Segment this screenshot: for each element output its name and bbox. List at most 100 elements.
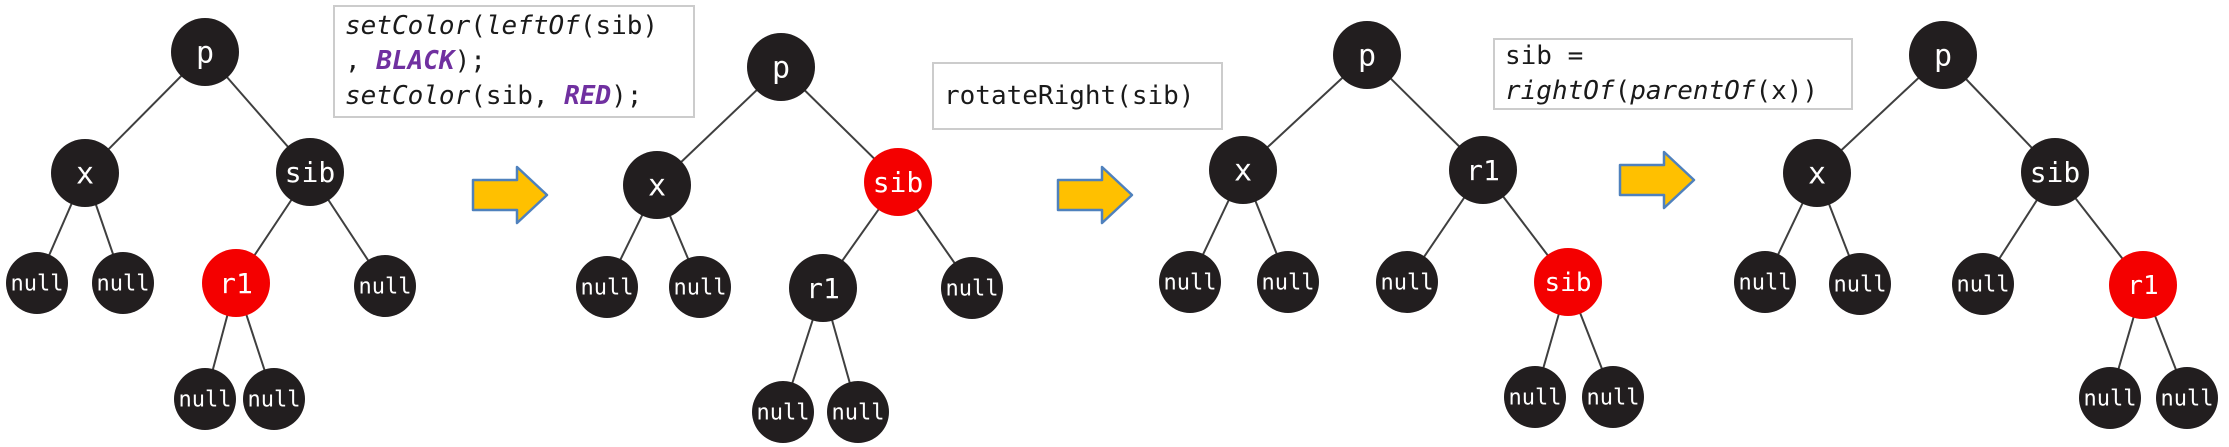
node-sib: sib [2021, 138, 2089, 206]
node-circle-black [747, 33, 815, 101]
node-null: null [576, 256, 638, 318]
code-text: ( [1614, 76, 1631, 106]
node-circle-red [202, 249, 270, 317]
node-circle-black [174, 368, 236, 430]
code-text: (x)) [1755, 76, 1819, 106]
node-circle-black [1333, 21, 1401, 89]
code-line: rotateRight(sib) [944, 79, 1211, 114]
node-circle-black [1504, 366, 1566, 428]
node-p: p [1909, 21, 1977, 89]
node-null: null [669, 256, 731, 318]
node-sib: sib [276, 138, 344, 206]
node-null: null [243, 368, 305, 430]
code-text: sib = [1505, 41, 1584, 71]
node-null: null [354, 255, 416, 317]
node-circle-black [1449, 136, 1517, 204]
node-p: p [1333, 21, 1401, 89]
node-circle-black [2021, 138, 2089, 206]
code-line: sib = [1505, 39, 1841, 74]
node-circle-black [171, 18, 239, 86]
node-null: null [2079, 367, 2141, 429]
code-text: rotateRight(sib) [944, 80, 1195, 111]
node-null: null [1829, 253, 1891, 315]
node-circle-black [1909, 21, 1977, 89]
node-null: null [1376, 251, 1438, 313]
code-keyword: BLACK [376, 46, 455, 76]
code-function-name: leftOf [485, 11, 580, 41]
node-null: null [92, 252, 154, 314]
node-p: p [747, 33, 815, 101]
node-circle-black [1257, 251, 1319, 313]
node-null: null [1257, 251, 1319, 313]
node-x: x [623, 151, 691, 219]
code-line: setColor(leftOf(sib) [345, 9, 683, 44]
node-x: x [51, 139, 119, 207]
node-null: null [1504, 366, 1566, 428]
node-r1: r1 [2109, 251, 2177, 319]
code-function-name: parentOf [1630, 76, 1756, 106]
node-null: null [1734, 251, 1796, 313]
node-circle-black [1734, 251, 1796, 313]
code-box-setcolor: setColor(leftOf(sib), BLACK);setColor(si… [333, 5, 695, 118]
node-circle-black [827, 381, 889, 443]
node-null: null [6, 252, 68, 314]
node-null: null [752, 381, 814, 443]
node-circle-black [1582, 366, 1644, 428]
node-circle-black [576, 256, 638, 318]
code-line: , BLACK); [345, 44, 683, 79]
node-null: null [174, 368, 236, 430]
code-box-sib-assign: sib =rightOf(parentOf(x)) [1493, 38, 1853, 110]
node-circle-black [92, 252, 154, 314]
node-circle-black [1829, 253, 1891, 315]
code-keyword: RED [564, 81, 612, 111]
node-null: null [2156, 367, 2218, 429]
node-circle-red [1534, 248, 1602, 316]
node-null: null [1582, 366, 1644, 428]
arrow-1-right-arrow-icon [471, 165, 549, 225]
node-circle-black [789, 254, 857, 322]
arrow-3-right-arrow-icon [1618, 150, 1696, 210]
node-r1: r1 [789, 254, 857, 322]
node-circle-black [276, 138, 344, 206]
node-circle-red [864, 148, 932, 216]
node-x: x [1783, 139, 1851, 207]
code-text: (sib, [470, 81, 565, 111]
node-circle-black [1783, 139, 1851, 207]
code-text: , [345, 46, 377, 76]
code-function-name: rightOf [1505, 76, 1615, 106]
node-r1: r1 [202, 249, 270, 317]
node-circle-red [2109, 251, 2177, 319]
node-circle-black [354, 255, 416, 317]
node-null: null [827, 381, 889, 443]
node-x: x [1209, 136, 1277, 204]
node-circle-black [2156, 367, 2218, 429]
code-text: ); [454, 46, 486, 76]
node-null: null [941, 257, 1003, 319]
node-sib: sib [864, 148, 932, 216]
node-null: null [1159, 251, 1221, 313]
code-box-rotateright: rotateRight(sib) [932, 62, 1223, 130]
node-r1: r1 [1449, 136, 1517, 204]
node-circle-black [669, 256, 731, 318]
node-circle-black [623, 151, 691, 219]
node-sib: sib [1534, 248, 1602, 316]
code-line: rightOf(parentOf(x)) [1505, 74, 1841, 109]
node-circle-black [243, 368, 305, 430]
node-circle-black [2079, 367, 2141, 429]
node-null: null [1952, 253, 2014, 315]
node-circle-black [1376, 251, 1438, 313]
node-circle-black [1952, 253, 2014, 315]
arrow-2-right-arrow-icon [1056, 165, 1134, 225]
code-text: ); [611, 81, 643, 111]
code-text: (sib) [579, 11, 659, 41]
code-text: ( [470, 11, 486, 41]
node-circle-black [941, 257, 1003, 319]
node-circle-black [1209, 136, 1277, 204]
node-circle-black [752, 381, 814, 443]
code-function-name: setColor [345, 11, 471, 41]
code-line: setColor(sib, RED); [345, 79, 683, 114]
node-circle-black [51, 139, 119, 207]
node-p: p [171, 18, 239, 86]
code-function-name: setColor [345, 81, 471, 111]
